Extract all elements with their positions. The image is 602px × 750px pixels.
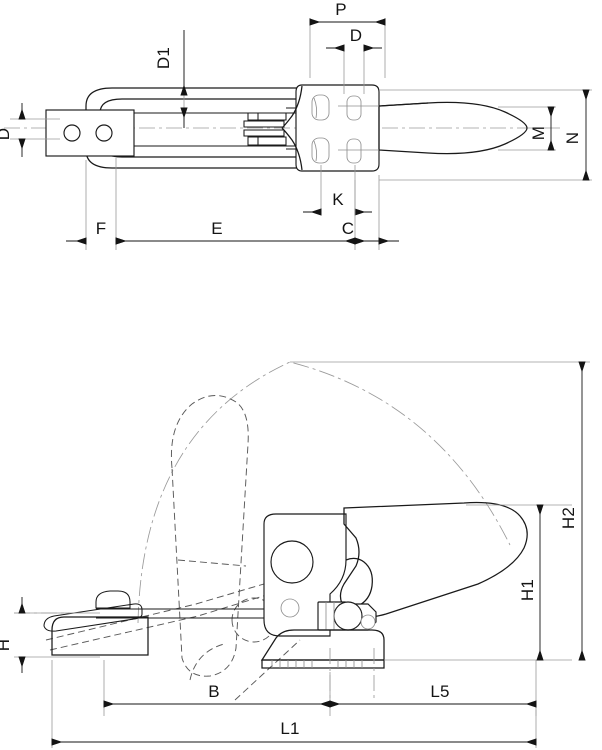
workpiece-block bbox=[43, 590, 149, 656]
mounting-slot-lower-left bbox=[311, 137, 330, 164]
handle-closed-position bbox=[339, 501, 528, 618]
mounting-slot-upper-right bbox=[346, 95, 362, 121]
serration-hatch bbox=[271, 660, 363, 668]
small-hole bbox=[280, 598, 300, 618]
dimension-N: N bbox=[379, 89, 592, 181]
dimension-D-left: D bbox=[0, 103, 60, 157]
handle-open-position bbox=[170, 395, 249, 677]
dimension-label-L1: L1 bbox=[280, 719, 299, 738]
dimension-L5: L5 bbox=[329, 682, 537, 708]
dimension-label-C: C bbox=[342, 219, 354, 238]
dimension-label-B: B bbox=[208, 682, 220, 701]
mounting-slot-upper-left bbox=[311, 94, 330, 121]
flat-bar-end-plate bbox=[45, 109, 135, 157]
dimension-C: C bbox=[342, 219, 399, 245]
dimension-H2: H2 bbox=[290, 361, 590, 661]
dimension-E: E bbox=[115, 219, 356, 245]
dimension-M: M bbox=[498, 106, 556, 151]
dimension-P: P bbox=[309, 0, 386, 78]
base-plate-hole bbox=[360, 614, 376, 630]
dimension-L1: L1 bbox=[51, 660, 537, 748]
dimension-H1: H1 bbox=[384, 504, 572, 661]
top-view-group: P D D1 D M bbox=[0, 0, 592, 250]
pivot-hole bbox=[270, 540, 314, 584]
dimension-D1: D1 bbox=[154, 30, 188, 128]
dimension-label-E: E bbox=[211, 219, 223, 238]
dimension-label-F: F bbox=[96, 219, 107, 238]
dimension-label-D-top: D bbox=[350, 26, 362, 45]
base-plate-serrated bbox=[260, 614, 385, 700]
mounting-slot-lower-right bbox=[346, 138, 362, 164]
handle-grip-top bbox=[338, 101, 528, 155]
dimension-label-M: M bbox=[529, 126, 548, 140]
dimension-chain-side-view: B L5 bbox=[103, 660, 537, 716]
dimension-B: B bbox=[103, 682, 331, 708]
open-linkage-rod bbox=[45, 567, 323, 701]
dimension-label-H2: H2 bbox=[559, 507, 578, 529]
dimension-D-top: D bbox=[326, 26, 382, 94]
dimension-label-N: N bbox=[563, 132, 582, 144]
dimension-label-H1: H1 bbox=[518, 579, 537, 601]
dimension-H: H bbox=[0, 597, 100, 673]
mounting-plate bbox=[281, 84, 380, 172]
dimension-label-D-left: D bbox=[0, 128, 13, 140]
dimension-label-H: H bbox=[0, 639, 13, 651]
dimension-label-K: K bbox=[332, 190, 344, 209]
dimension-chain-bottom-top-view: F E C bbox=[66, 158, 399, 250]
side-view-group: H H1 H2 B L5 bbox=[0, 361, 590, 748]
dimension-label-L5: L5 bbox=[430, 682, 449, 701]
handle-swing-arc bbox=[137, 361, 511, 624]
dimension-label-P: P bbox=[335, 0, 347, 19]
dimension-label-D1: D1 bbox=[154, 47, 173, 69]
